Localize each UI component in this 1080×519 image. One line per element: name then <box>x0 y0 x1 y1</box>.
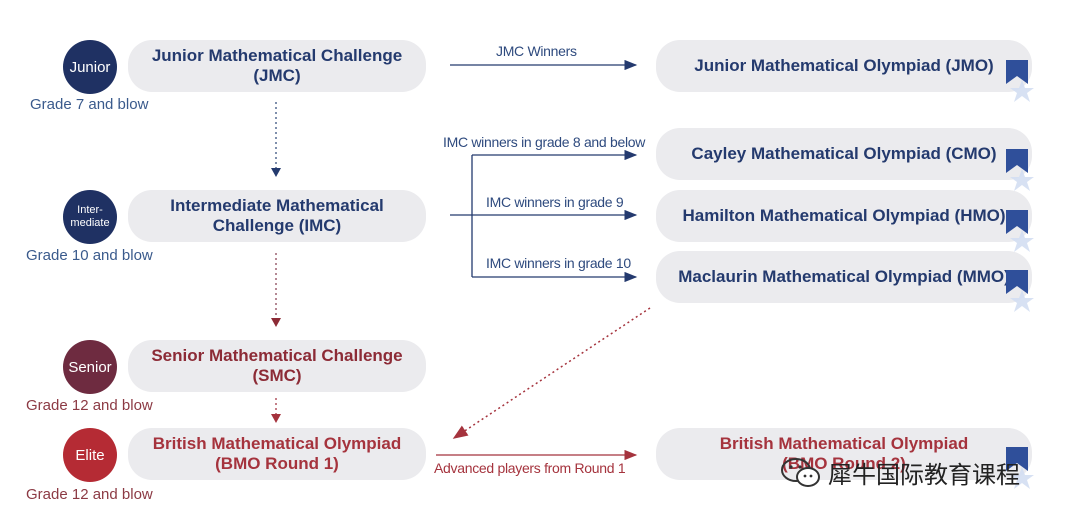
watermark-text: 犀牛国际教育课程 <box>828 462 1020 489</box>
elite-badge: Elite <box>63 428 117 482</box>
medal-ribbon-icon <box>1006 447 1034 489</box>
mmo-box: Maclaurin Mathematical Olympiad (MMO) <box>656 251 1032 303</box>
hmo-box: Hamilton Mathematical Olympiad (HMO) <box>656 190 1032 242</box>
jmc-title-2: (JMC) <box>253 66 301 85</box>
grade-label-junior: Grade 7 and blow <box>30 96 149 113</box>
smc-title-1: Senior Mathematical Challenge <box>151 346 403 365</box>
junior-badge-label: Junior <box>69 58 111 76</box>
jmo-title: Junior Mathematical Olympiad (JMO) <box>694 56 994 75</box>
intermediate-badge: Inter- mediate <box>63 190 117 244</box>
medal-ribbon-icon <box>1006 60 1034 102</box>
flow-label-imc-grade9: IMC winners in grade 9 <box>486 194 624 210</box>
flow-label-advanced: Advanced players from Round 1 <box>434 460 626 476</box>
imc-title-2: Challenge (IMC) <box>212 216 342 235</box>
intermediate-badge-label-1: Inter- <box>77 204 103 216</box>
junior-badge: Junior <box>63 40 117 94</box>
flow-label-jmc-winners: JMC Winners <box>496 43 577 59</box>
medal-ribbon-icon <box>1006 270 1034 312</box>
senior-badge-label: Senior <box>68 358 112 376</box>
flow-label-imc-grade8: IMC winners in grade 8 and below <box>443 134 646 150</box>
intermediate-badge-label-2: mediate <box>70 217 110 229</box>
bmo1-title-2: (BMO Round 1) <box>215 454 339 473</box>
imc-title-1: Intermediate Mathematical <box>170 196 384 215</box>
imc-box: Intermediate Mathematical Challenge (IMC… <box>128 190 426 242</box>
grade-label-senior: Grade 12 and blow <box>26 397 153 414</box>
flow-label-imc-grade10: IMC winners in grade 10 <box>486 255 631 271</box>
senior-badge: Senior <box>63 340 117 394</box>
elite-badge-label: Elite <box>75 446 105 464</box>
wechat-icon <box>781 457 820 487</box>
smc-title-2: (SMC) <box>252 366 302 385</box>
bmo2-title-1: British Mathematical Olympiad <box>719 434 969 453</box>
bmo1-box: British Mathematical Olympiad (BMO Round… <box>128 428 426 480</box>
mmo-title: Maclaurin Mathematical Olympiad (MMO) <box>678 267 1010 286</box>
jmo-box: Junior Mathematical Olympiad (JMO) <box>656 40 1032 92</box>
smc-box: Senior Mathematical Challenge (SMC) <box>128 340 426 392</box>
grade-label-elite: Grade 12 and blow <box>26 486 153 503</box>
bmo1-title-1: British Mathematical Olympiad <box>152 434 402 453</box>
watermark: 犀牛国际教育课程 <box>780 455 1020 490</box>
medal-ribbon-icon <box>1006 149 1034 191</box>
jmc-title-1: Junior Mathematical Challenge <box>151 46 403 65</box>
cmo-title: Cayley Mathematical Olympiad (CMO) <box>691 144 997 163</box>
medal-ribbon-icon <box>1006 210 1034 252</box>
grade-label-intermediate: Grade 10 and blow <box>26 247 153 264</box>
jmc-box: Junior Mathematical Challenge (JMC) <box>128 40 426 92</box>
hmo-title: Hamilton Mathematical Olympiad (HMO) <box>682 206 1006 225</box>
cmo-box: Cayley Mathematical Olympiad (CMO) <box>656 128 1032 180</box>
